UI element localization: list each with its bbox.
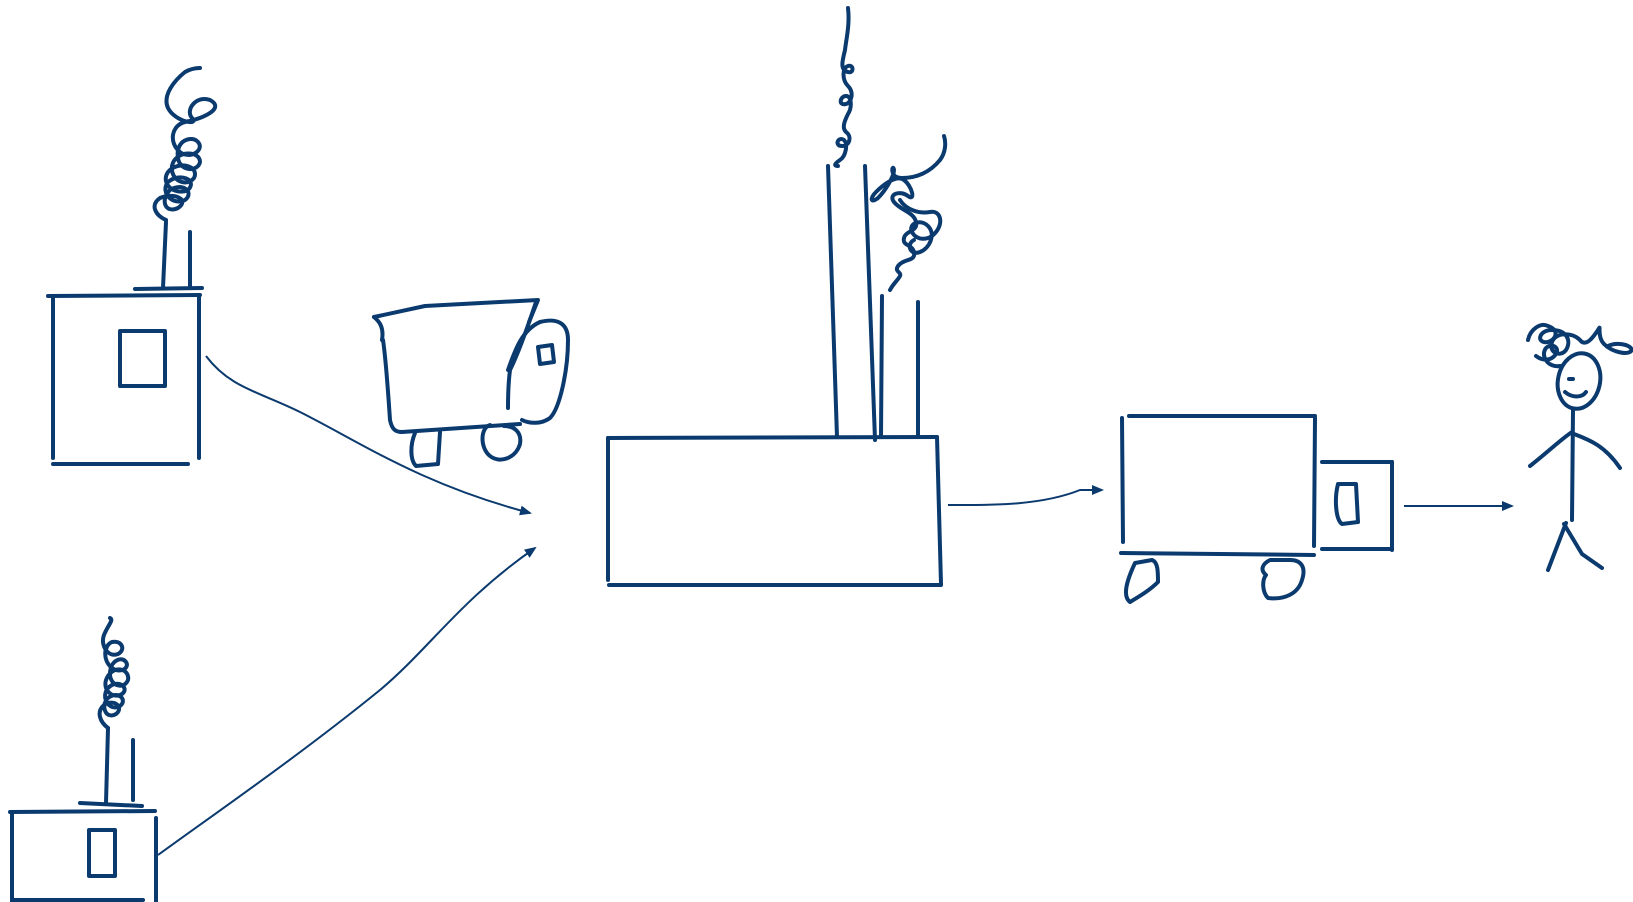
arrow-factory2-to-plant — [157, 546, 537, 856]
stick-figure-person-icon — [1526, 323, 1633, 572]
arrow-plant-to-truck — [947, 485, 1104, 507]
arrow-factory1-to-plant — [205, 355, 532, 516]
processing-plant-icon — [606, 6, 948, 587]
factory-2-icon — [8, 616, 158, 902]
dump-truck-icon — [372, 298, 570, 468]
factory-1-icon — [46, 66, 218, 466]
connection-arrows — [157, 355, 1514, 856]
delivery-truck-icon — [1119, 414, 1394, 604]
